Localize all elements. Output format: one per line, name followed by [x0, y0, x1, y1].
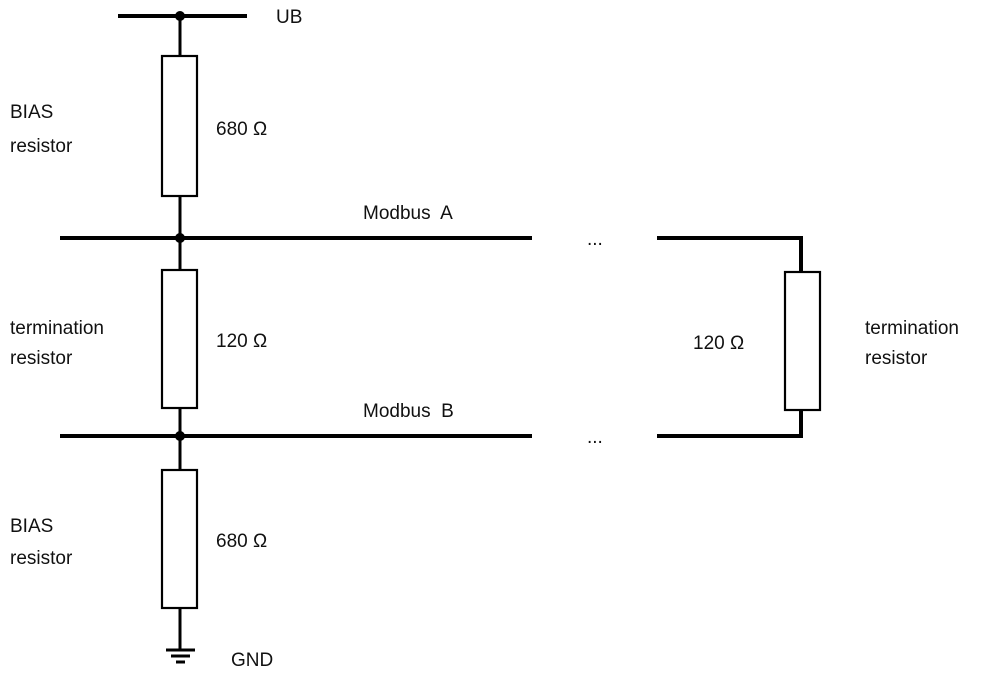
termination-right-label-2: resistor	[865, 348, 928, 369]
modbus-a-line-far	[657, 236, 803, 272]
ub-label: UB	[276, 7, 302, 28]
modbus-a-label: Modbus A	[363, 203, 453, 224]
ellipsis-a: ...	[587, 229, 603, 250]
bias-top-label-2: resistor	[10, 136, 73, 157]
gnd-label: GND	[231, 650, 273, 671]
termination-right-value: 120 Ω	[693, 333, 744, 354]
termination-right-label-1: termination	[865, 318, 959, 339]
termination-resistor-left	[160, 268, 199, 410]
bias-bottom-value: 680 Ω	[216, 531, 267, 552]
termination-left-label-2: resistor	[10, 348, 73, 369]
modbus-b-label: Modbus B	[363, 401, 454, 422]
termination-resistor-right	[783, 270, 822, 412]
ellipsis-b: ...	[587, 427, 603, 448]
modbus-b-line-far	[657, 410, 803, 438]
ground-icon	[166, 648, 195, 664]
termination-left-value: 120 Ω	[216, 331, 267, 352]
bias-resistor-top	[160, 54, 199, 198]
bias-bottom-label-1: BIAS	[10, 516, 53, 537]
bias-top-label-1: BIAS	[10, 102, 53, 123]
bias-top-value: 680 Ω	[216, 119, 267, 140]
termination-left-label-1: termination	[10, 318, 104, 339]
bias-resistor-bottom	[160, 468, 199, 610]
bias-bottom-label-2: resistor	[10, 548, 73, 569]
